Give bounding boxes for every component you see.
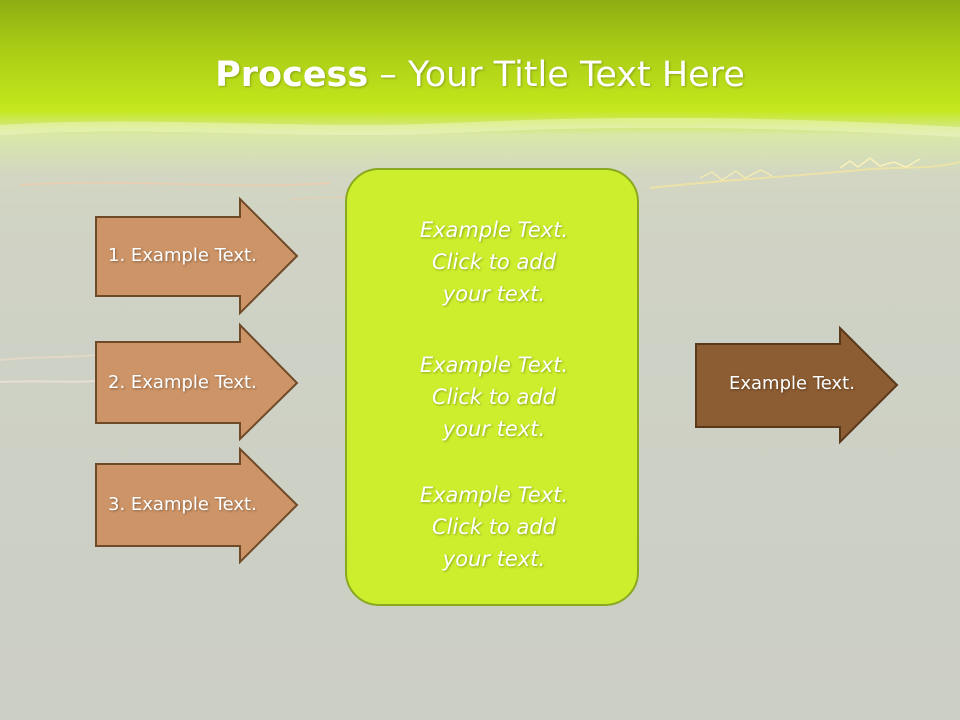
title-rest-part: – Your Title Text Here [368,55,745,95]
center-line: Example Text. [419,218,569,242]
arrow-shape-3 [95,446,299,565]
result-arrow[interactable]: Example Text. [695,325,899,445]
step-label-2: 2. Example Text. [108,372,257,393]
center-line: Click to add [431,515,556,539]
result-arrow-shape [695,325,899,445]
center-line: Example Text. [419,353,569,377]
arrow-shape-2 [95,322,299,442]
step-label-3: 3. Example Text. [108,494,257,515]
center-line: Example Text. [419,483,569,507]
step-arrow-2[interactable]: 2. Example Text. [95,322,299,442]
center-text-block-3[interactable]: Example Text. Click to add your text. [347,479,641,575]
center-line: your text. [442,282,546,306]
center-text-block-2[interactable]: Example Text. Click to add your text. [347,349,641,445]
center-line: Click to add [431,250,556,274]
center-text-block-1[interactable]: Example Text. Click to add your text. [347,214,641,310]
center-content-box[interactable]: Example Text. Click to add your text. Ex… [345,168,639,606]
center-line: your text. [442,417,546,441]
arrow-shape-1 [95,196,299,316]
step-arrow-1[interactable]: 1. Example Text. [95,196,299,316]
step-label-1: 1. Example Text. [108,245,257,266]
center-line: Click to add [431,385,556,409]
step-arrow-3[interactable]: 3. Example Text. [95,446,299,565]
result-label: Example Text. [729,373,855,394]
title-strong-part: Process [215,55,369,95]
center-line: your text. [442,547,546,571]
slide-title[interactable]: Process – Your Title Text Here [0,52,960,98]
